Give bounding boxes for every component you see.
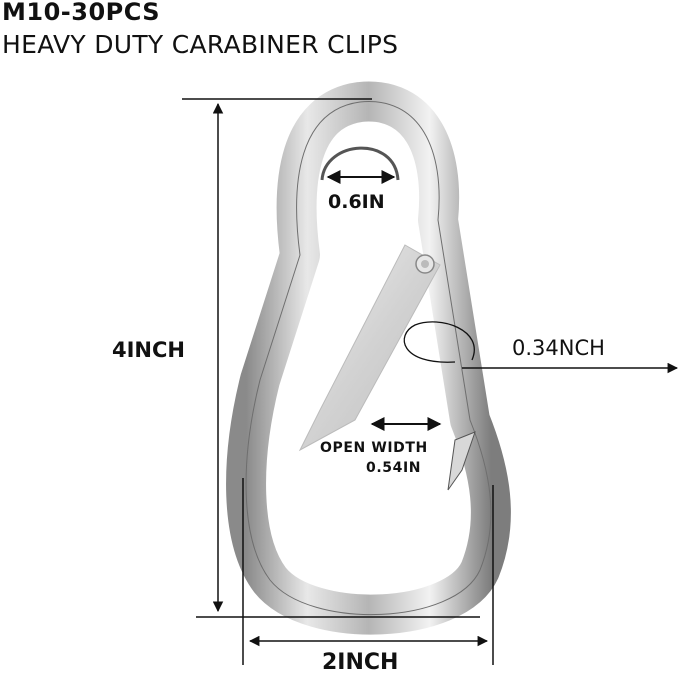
width-dimension <box>242 478 494 665</box>
carabiner-body <box>226 81 511 635</box>
open-width-label: OPEN WIDTH <box>320 440 428 456</box>
wire-diameter-label: 0.34NCH <box>512 336 605 360</box>
wire-diameter-callout <box>403 321 679 374</box>
open-width-value: 0.54IN <box>366 460 422 476</box>
title: M10-30PCS <box>2 0 161 26</box>
inner-width-label: 0.6IN <box>328 191 385 213</box>
height-label: 4INCH <box>112 338 185 362</box>
carabiner-gate <box>298 244 476 491</box>
subtitle: HEAVY DUTY CARABINER CLIPS <box>2 30 399 59</box>
width-label: 2INCH <box>322 650 399 675</box>
